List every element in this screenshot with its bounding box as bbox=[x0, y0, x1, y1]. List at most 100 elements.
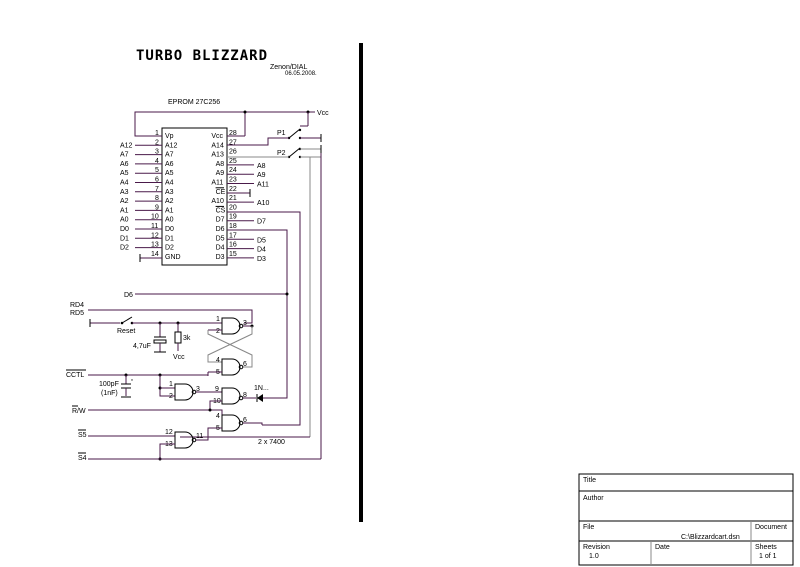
eprom-pin-name: Vp bbox=[165, 133, 174, 140]
p2-switch-lever[interactable] bbox=[288, 147, 301, 158]
eprom-pin-number: 18 bbox=[229, 223, 237, 230]
eprom-pin-name: D3 bbox=[216, 254, 225, 261]
eprom-net-label: A11 bbox=[257, 182, 269, 189]
pin-label: 9 bbox=[215, 386, 219, 393]
reset-button[interactable] bbox=[121, 316, 133, 324]
title-block-sheets-value: 1 of 1 bbox=[759, 553, 777, 560]
eprom-net-label: A1 bbox=[120, 207, 129, 214]
vp-wire bbox=[134, 111, 315, 137]
reset-label: Reset bbox=[117, 328, 135, 335]
ff-cross-wire bbox=[207, 326, 253, 363]
pin-label: 2 bbox=[216, 328, 220, 335]
eprom-pin-number: 19 bbox=[229, 214, 237, 221]
gate5-out-wire bbox=[243, 422, 263, 425]
cap2-polarity: * bbox=[131, 379, 133, 385]
eprom-label: EPROM 27C256 bbox=[168, 99, 220, 106]
p1-label: P1 bbox=[277, 130, 286, 137]
rd-wire bbox=[88, 309, 253, 324]
eprom-pin-name: GND bbox=[165, 254, 181, 261]
eprom-net-label: A10 bbox=[257, 200, 270, 207]
eprom-chip bbox=[161, 127, 228, 266]
nand-gate-4 bbox=[221, 387, 244, 405]
eprom-net-label: D5 bbox=[257, 237, 266, 244]
rd4-label: RD4 bbox=[70, 302, 84, 309]
eprom-pin-number: 17 bbox=[229, 232, 237, 239]
nand-gate-5 bbox=[221, 414, 244, 432]
s5-label: S5 bbox=[78, 432, 87, 439]
eprom-net-label: A4 bbox=[120, 180, 129, 187]
nand-gate-6 bbox=[174, 431, 197, 449]
junction bbox=[208, 408, 212, 412]
pin-label: 3 bbox=[196, 386, 200, 393]
eprom-pin-name: A10 bbox=[211, 198, 224, 205]
eprom-pin-name: D7 bbox=[216, 217, 225, 224]
eprom-pin-number: 20 bbox=[229, 204, 237, 211]
nand-gate-1 bbox=[221, 317, 244, 335]
eprom-pin-number: 6 bbox=[155, 177, 159, 184]
eprom-pin-name: CS bbox=[216, 207, 226, 214]
title-block-revision-label: Revision bbox=[583, 544, 610, 551]
pin-label: 11 bbox=[196, 433, 203, 440]
nand-gate-2 bbox=[221, 358, 244, 376]
eprom-pin-number: 11 bbox=[151, 223, 158, 230]
diode-label: 1N... bbox=[254, 385, 269, 392]
gate5-in-wire bbox=[207, 427, 222, 437]
title-block-revision-value: 1.0 bbox=[589, 553, 599, 560]
nand-gate-3 bbox=[174, 383, 197, 401]
eprom-pin-number: 22 bbox=[229, 186, 237, 193]
eprom-net-label: D0 bbox=[120, 226, 129, 233]
title-block-date-label: Date bbox=[655, 544, 670, 551]
eprom-net-label: A6 bbox=[120, 161, 129, 168]
p1-switch-lever[interactable] bbox=[288, 128, 301, 139]
eprom-pin-number: 16 bbox=[229, 242, 237, 249]
cctl-label: CCTL bbox=[66, 372, 84, 379]
eprom-pin-name: A8 bbox=[216, 161, 225, 168]
cs-wire bbox=[227, 211, 301, 426]
res-vcc-label: Vcc bbox=[173, 354, 185, 361]
eprom-pin-number: 23 bbox=[229, 177, 237, 184]
pin-label: 12 bbox=[165, 429, 173, 436]
eprom-pin-number: 27 bbox=[229, 139, 237, 146]
eprom-pin-name: D4 bbox=[216, 245, 225, 252]
gates-note: 2 x 7400 bbox=[258, 439, 285, 446]
cap2-label-b: (1nF) bbox=[101, 390, 118, 397]
pin-label: 3 bbox=[243, 320, 247, 327]
eprom-net-label: D1 bbox=[120, 235, 129, 242]
eprom-pin-name: A7 bbox=[165, 152, 174, 159]
eprom-pin-number: 4 bbox=[155, 158, 159, 165]
junction bbox=[243, 110, 247, 114]
author-text: Zenon/DIAL bbox=[270, 64, 307, 71]
s4-gate-wire bbox=[159, 443, 175, 459]
eprom-net-label: A5 bbox=[120, 170, 129, 177]
eprom-pin-name: A3 bbox=[165, 189, 174, 196]
eprom-pin-number: 28 bbox=[229, 130, 237, 137]
junction bbox=[285, 292, 289, 296]
eprom-pin-name: D5 bbox=[216, 235, 225, 242]
cap2-label-a: 100pF bbox=[99, 381, 119, 388]
eprom-net-label: A12 bbox=[120, 142, 133, 149]
title-block-sheets-label: Sheets bbox=[755, 544, 777, 551]
eprom-pin-number: 7 bbox=[155, 186, 159, 193]
eprom-net-label: D4 bbox=[257, 247, 266, 254]
eprom-net-label: D2 bbox=[120, 245, 129, 252]
rd5-label: RD5 bbox=[70, 310, 84, 317]
eprom-pin-name: A4 bbox=[165, 180, 174, 187]
eprom-net-label: D7 bbox=[257, 219, 266, 226]
eprom-pin-number: 9 bbox=[155, 204, 159, 211]
eprom-pin-name: D2 bbox=[165, 245, 174, 252]
eprom-net-label: A8 bbox=[257, 163, 266, 170]
pin-label: 6 bbox=[243, 361, 247, 368]
eprom-pin-name: A14 bbox=[211, 142, 224, 149]
diode-symbol bbox=[257, 394, 263, 402]
eprom-pin-name: A5 bbox=[165, 170, 174, 177]
eprom-pin-number: 3 bbox=[155, 149, 159, 156]
eprom-pin-name: A13 bbox=[211, 152, 224, 159]
page-divider bbox=[359, 43, 363, 522]
eprom-pin-name: A11 bbox=[211, 180, 223, 187]
eprom-pin-number: 13 bbox=[151, 242, 159, 249]
rw-label: R/W bbox=[72, 408, 86, 415]
eprom-pin-number: 15 bbox=[229, 251, 237, 258]
title-block-file-value: C:\Blizzardcart.dsn bbox=[681, 534, 740, 541]
